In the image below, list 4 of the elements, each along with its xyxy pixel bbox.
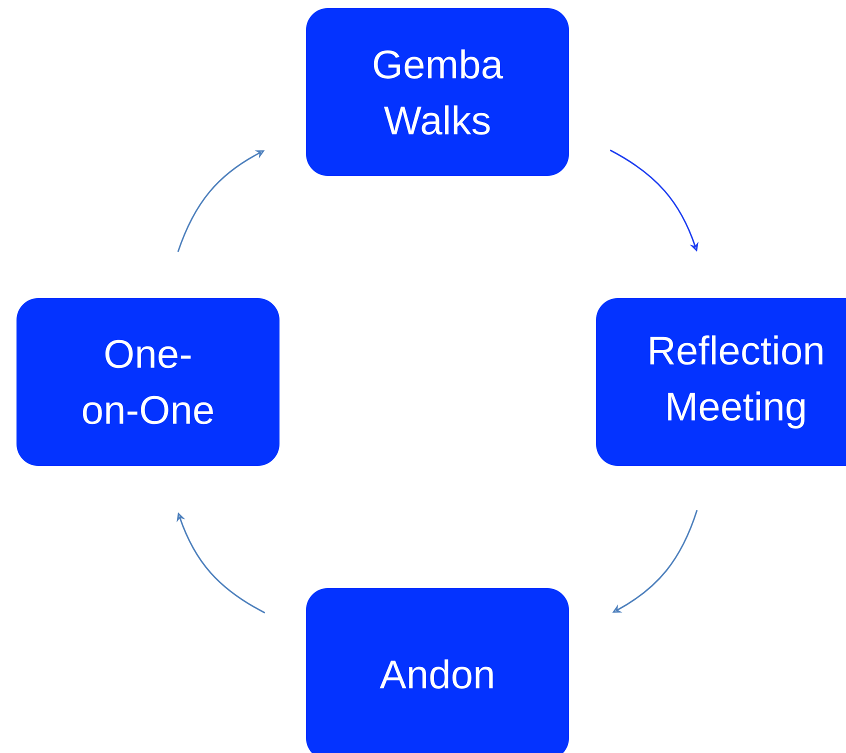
- process-box: Reflection Meeting: [596, 298, 846, 466]
- process-box: Gemba Walks: [306, 8, 569, 176]
- process-box: One-on-One: [16, 298, 280, 466]
- process-box: Andon: [306, 588, 569, 753]
